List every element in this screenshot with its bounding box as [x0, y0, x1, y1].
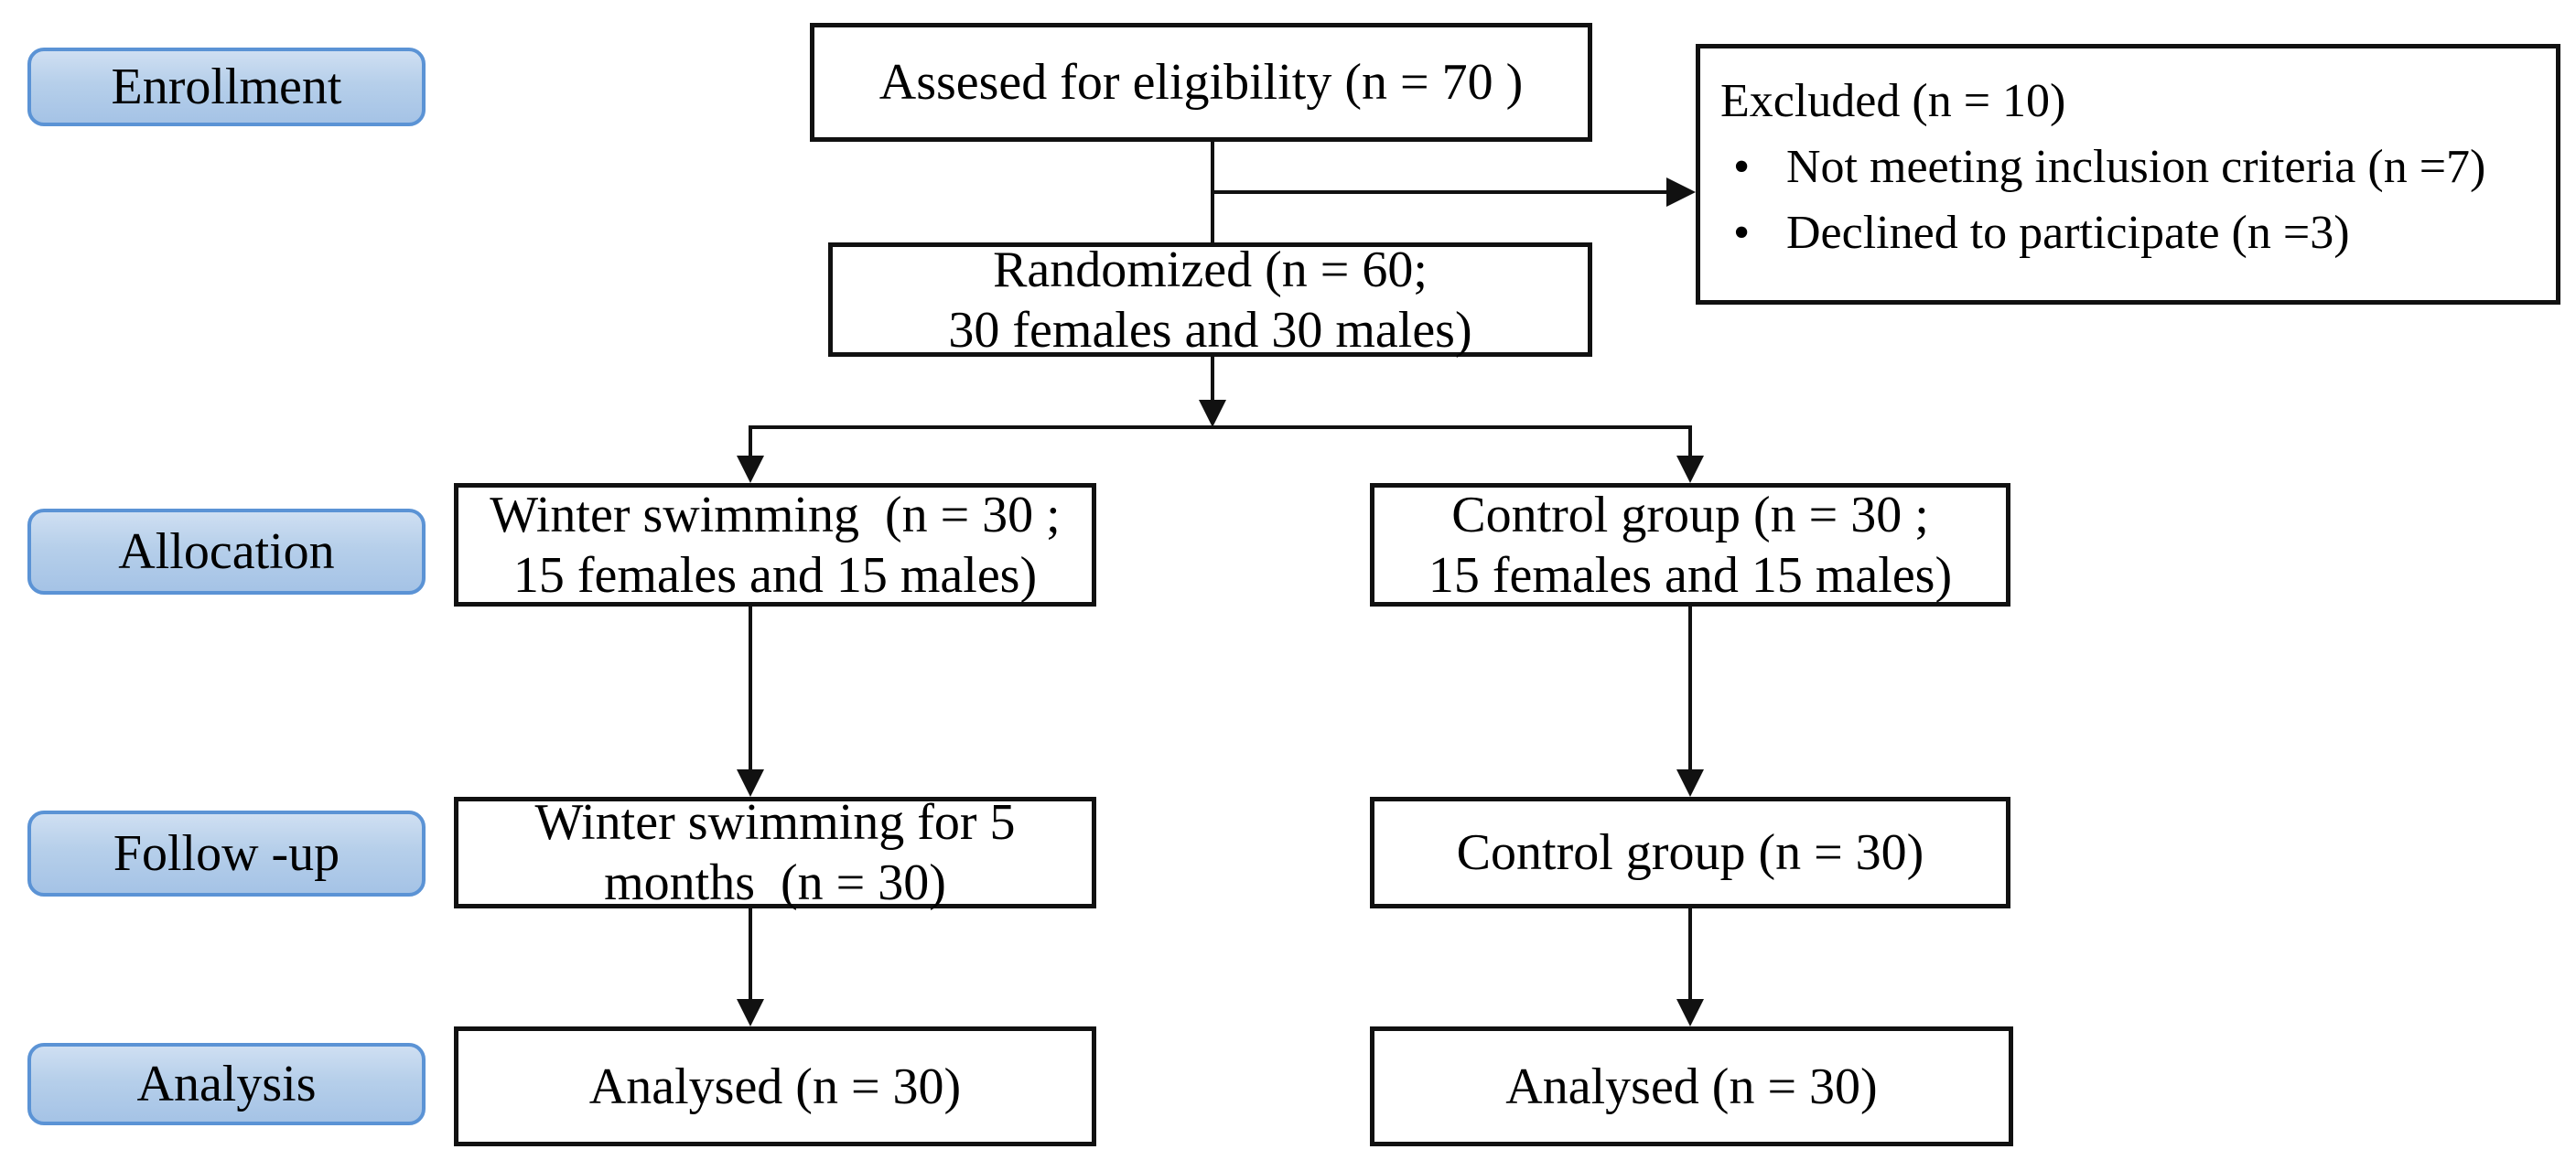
connector-to-excluded — [1211, 190, 1668, 194]
stage-label-followup-text: Follow -up — [113, 825, 340, 882]
box-assessed-eligibility: Assesed for eligibility (n = 70 ) — [810, 23, 1592, 142]
stage-label-analysis-text: Analysis — [136, 1056, 317, 1112]
excluded-bullet-1-text: Not meeting inclusion criteria (n =7) — [1786, 141, 2486, 193]
box-excluded: Excluded (n = 10) • Not meeting inclusio… — [1696, 44, 2560, 305]
stage-label-allocation: Allocation — [27, 509, 426, 595]
allocation-winter-line-1: Winter swimming (n = 30 ; — [490, 486, 1061, 543]
excluded-title: Excluded (n = 10) — [1720, 75, 2066, 127]
analysed-winter-text: Analysed (n = 30) — [588, 1058, 962, 1115]
followup-control-text: Control group (n = 30) — [1456, 824, 1924, 881]
connector-split-horizontal — [749, 425, 1692, 429]
box-randomized: Randomized (n = 60; 30 females and 30 ma… — [828, 241, 1592, 359]
bullet-icon: • — [1733, 207, 1751, 259]
stage-label-enrollment: Enrollment — [27, 48, 426, 126]
box-followup-winter-swimming: Winter swimming for 5 months (n = 30) — [454, 794, 1096, 911]
arrowhead-down-icon — [1676, 456, 1704, 483]
connector-randomized-to-split — [1211, 357, 1214, 403]
stage-label-analysis: Analysis — [27, 1043, 426, 1125]
box-analysed-control-group: Analysed (n = 30) — [1370, 1026, 2013, 1146]
allocation-winter-line-2: 15 females and 15 males) — [512, 546, 1038, 604]
analysed-control-text: Analysed (n = 30) — [1505, 1058, 1878, 1115]
box-allocation-winter-swimming: Winter swimming (n = 30 ; 15 females and… — [454, 483, 1096, 607]
stage-label-enrollment-text: Enrollment — [111, 59, 342, 115]
arrowhead-down-icon — [1676, 999, 1704, 1026]
randomized-line-2: 30 females and 30 males) — [948, 301, 1472, 359]
arrowhead-right-icon — [1666, 177, 1696, 207]
excluded-bullet-1: • Not meeting inclusion criteria (n =7) — [1720, 134, 2485, 200]
followup-winter-line-1: Winter swimming for 5 — [534, 794, 1016, 851]
stage-label-followup: Follow -up — [27, 811, 426, 897]
box-analysed-winter-swimming: Analysed (n = 30) — [454, 1026, 1096, 1146]
excluded-bullet-2: • Declined to participate (n =3) — [1720, 200, 2350, 266]
followup-winter-line-2: months (n = 30) — [604, 854, 946, 911]
connector-control-to-followup — [1688, 607, 1692, 771]
excluded-bullet-2-text: Declined to participate (n =3) — [1786, 207, 2350, 259]
allocation-control-line-2: 15 females and 15 males) — [1428, 546, 1953, 604]
connector-split-to-control — [1688, 425, 1692, 458]
arrowhead-down-icon — [737, 456, 764, 483]
box-followup-control-group: Control group (n = 30) — [1370, 797, 2010, 908]
connector-split-to-winter — [749, 425, 752, 458]
assessed-text: Assesed for eligibility (n = 70 ) — [878, 54, 1524, 111]
randomized-line-1: Randomized (n = 60; — [993, 241, 1428, 298]
arrowhead-down-icon — [1676, 769, 1704, 797]
arrowhead-down-icon — [737, 769, 764, 797]
connector-followup-to-analysed-winter — [749, 908, 752, 1001]
connector-followup-to-analysed-control — [1688, 908, 1692, 1001]
bullet-icon: • — [1733, 141, 1751, 193]
box-allocation-control-group: Control group (n = 30 ; 15 females and 1… — [1370, 483, 2010, 607]
arrowhead-down-icon — [1199, 400, 1226, 427]
stage-label-allocation-text: Allocation — [118, 523, 335, 580]
allocation-control-line-1: Control group (n = 30 ; — [1451, 486, 1929, 543]
connector-winter-to-followup — [749, 607, 752, 771]
arrowhead-down-icon — [737, 999, 764, 1026]
